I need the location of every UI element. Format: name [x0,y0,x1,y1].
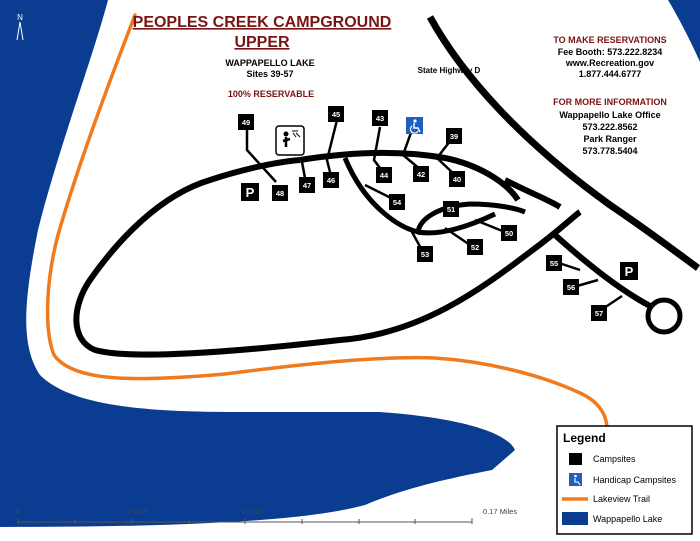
scale-tick-0: 0 [16,507,20,516]
svg-text:44: 44 [380,171,389,180]
campsite-57[interactable]: 57 [591,305,607,321]
campsite-50[interactable]: 50 [501,225,517,241]
campsite-49[interactable]: 49 [238,114,254,130]
turnaround-circle [645,297,683,335]
svg-text:40: 40 [453,175,461,184]
north-arrow-icon: N [16,13,24,41]
campsite-42[interactable]: 42 [413,166,429,182]
campsite-52[interactable]: 52 [467,239,483,255]
lake-office-label: Wappapello Lake Office [559,110,660,120]
campsite-47[interactable]: 47 [299,177,315,193]
reservable-note: 100% RESERVABLE [228,89,314,99]
campsite-48[interactable]: 48 [272,185,288,201]
svg-text:55: 55 [550,259,558,268]
svg-text:52: 52 [471,243,479,252]
handicap-icon [569,473,582,486]
inner-spur-road [342,157,526,236]
campsite-56[interactable]: 56 [563,279,579,295]
svg-text:45: 45 [332,110,340,119]
map-title-line2: UPPER [234,34,290,51]
svg-text:P: P [625,264,634,279]
campsite-39[interactable]: 39 [446,128,462,144]
reservations-phone: 1.877.444.6777 [579,69,642,79]
legend-item-campsites: Campsites [593,454,636,464]
lake-office-phone: 573.222.8562 [582,122,637,132]
svg-text:49: 49 [242,118,250,127]
loop-north-road [299,149,521,202]
map-title: PEOPLES CREEK CAMPGROUND [133,14,392,31]
campsite-43[interactable]: 43 [372,110,388,126]
fee-booth-phone: Fee Booth: 573.222.8234 [558,47,663,57]
campsite-40[interactable]: 40 [449,171,465,187]
lake-name: WAPPAPELLO LAKE [225,58,314,68]
campsite-45[interactable]: 45 [328,106,344,122]
svg-text:43: 43 [376,114,384,123]
inner-lollipop [417,211,497,236]
lake-swatch-icon [562,512,588,525]
svg-text:P: P [246,185,255,200]
east-spur-road [552,232,652,309]
legend-item-trail: Lakeview Trail [593,494,650,504]
campsite-55[interactable]: 55 [546,255,562,271]
scale-tick-1: 0.0425 [126,507,149,516]
information-heading: FOR MORE INFORMATION [553,97,667,107]
scale-tick-3: 0.17 Miles [483,507,517,516]
legend-title: Legend [563,431,606,445]
scale-tick-2: 0.085 [243,507,262,516]
svg-text:39: 39 [450,132,458,141]
campsite-markers: 39 40 42 43 44 45 46 47 48 49 50 51 52 5… [238,106,607,321]
svg-text:47: 47 [303,181,311,190]
shower-icon [275,125,305,156]
legend: Legend Campsites Handicap Campsites Lake… [556,425,693,535]
reservations-heading: TO MAKE RESERVATIONS [553,35,666,45]
handicap-icon[interactable] [406,117,423,134]
recreation-gov-link[interactable]: www.Recreation.gov [565,58,654,68]
campsite-51[interactable]: 51 [443,201,459,217]
lake-east-corner [668,0,700,62]
main-loop-road [73,157,582,358]
svg-text:46: 46 [327,176,335,185]
svg-text:42: 42 [417,170,425,179]
svg-text:51: 51 [447,205,455,214]
svg-text:48: 48 [276,189,284,198]
campsite-53[interactable]: 53 [417,246,433,262]
svg-text:N: N [17,13,23,22]
park-ranger-phone: 573.778.5404 [582,146,637,156]
lakeview-trail [45,13,609,512]
road-label: State Highway D [418,66,481,75]
svg-text:53: 53 [421,250,429,259]
legend-item-handicap: Handicap Campsites [593,475,677,485]
svg-text:54: 54 [393,198,402,207]
park-ranger-label: Park Ranger [583,134,637,144]
svg-text:50: 50 [505,229,513,238]
campsite-icon [569,453,582,465]
connector-to-highway [503,177,562,210]
scale-bar [17,518,473,524]
campsite-44[interactable]: 44 [376,167,392,183]
campsite-46[interactable]: 46 [323,172,339,188]
parking-icon: P [620,262,638,280]
parking-icon: P [241,183,259,201]
state-highway-d [426,15,700,271]
lake-west-shore [0,0,515,527]
sites-range: Sites 39-57 [246,69,293,79]
svg-text:57: 57 [595,309,603,318]
campsite-54[interactable]: 54 [389,194,405,210]
svg-text:56: 56 [567,283,575,292]
legend-item-lake: Wappapello Lake [593,514,662,524]
